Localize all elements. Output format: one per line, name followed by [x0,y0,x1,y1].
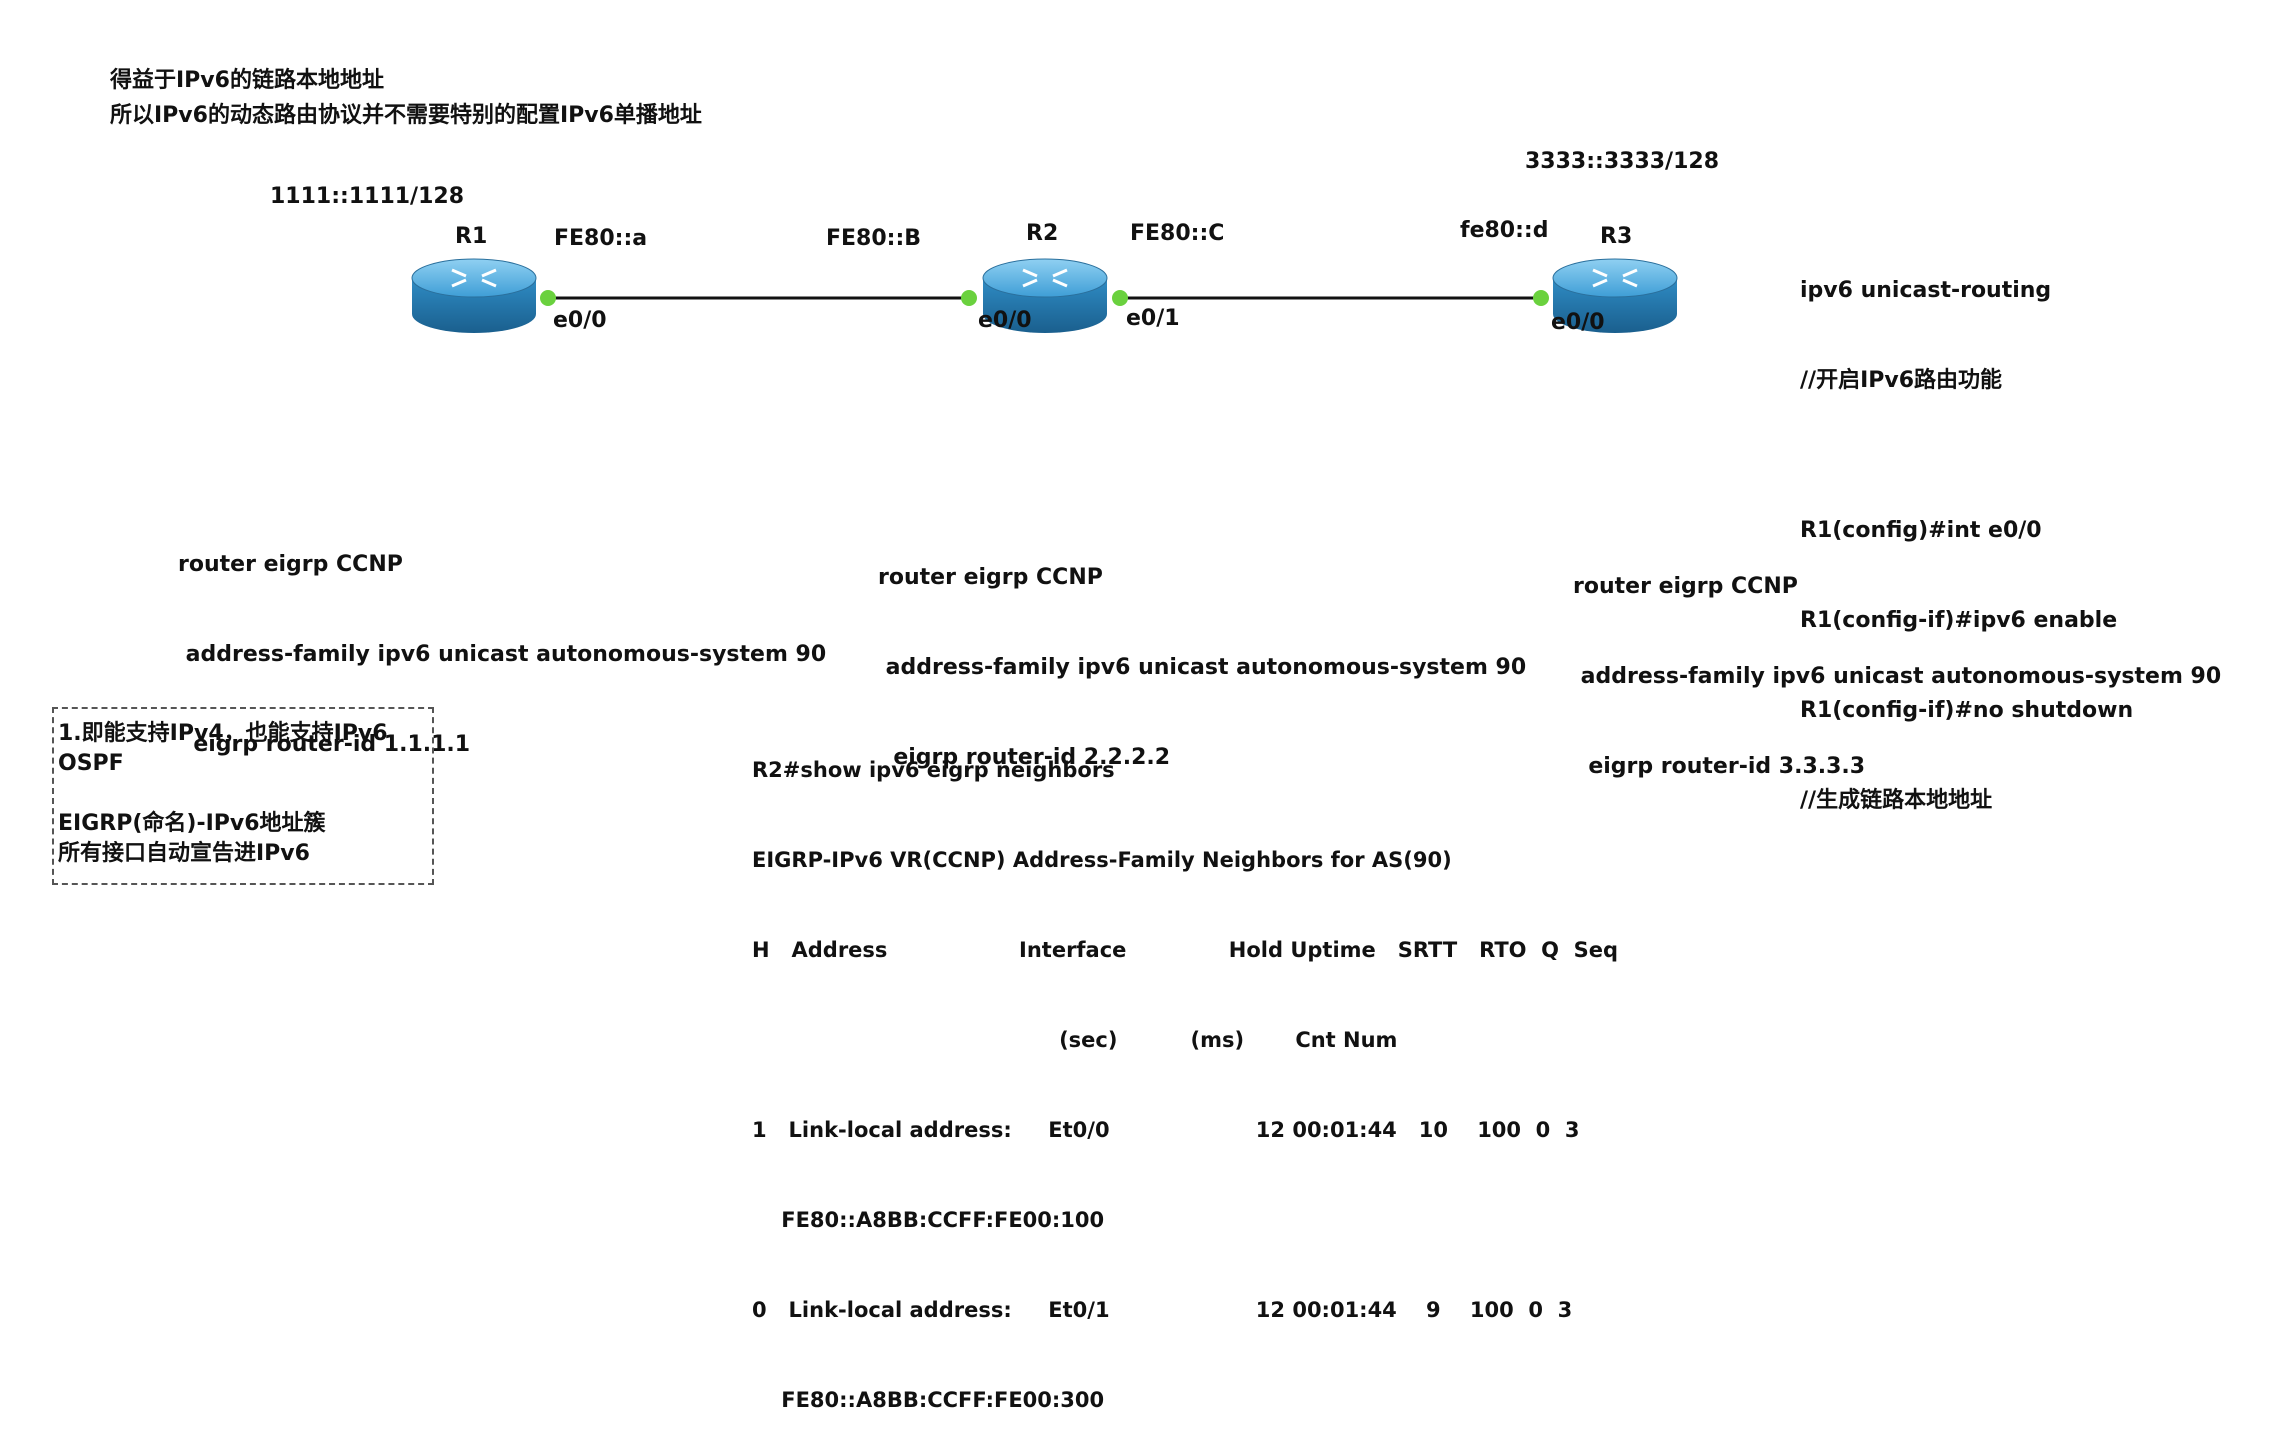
port-dot-r2-e0-0 [961,290,977,306]
router-r1-icon[interactable] [411,258,537,333]
r2-iface-right: e0/1 [1126,306,1180,331]
neighbors-header: H Address Interface Hold Uptime SRTT RTO… [752,938,1619,962]
header-line-1: 得益于IPv6的链路本地地址 [110,68,384,93]
config-line: router eigrp CCNP [878,565,1103,590]
config-note: ipv6 unicast-routing //开启IPv6路由功能 R1(con… [1800,216,2133,846]
router-r2-icon[interactable] [982,258,1108,333]
config-line: router eigrp CCNP [178,552,403,577]
config-line: //开启IPv6路由功能 [1800,368,2003,393]
r1-name: R1 [455,224,488,249]
r1-loopback: 1111::1111/128 [270,184,465,209]
r2-iface-left: e0/0 [978,308,1032,333]
header-line-2: 所以IPv6的动态路由协议并不需要特别的配置IPv6单播地址 [110,103,702,128]
config-line: R1(config-if)#no shutdown [1800,698,2134,723]
notes-line: EIGRP(命名)-IPv6地址簇 [58,811,326,836]
notes-spacer [58,779,388,809]
r3-link-local: fe80::d [1460,218,1549,243]
neighbors-output: R2#show ipv6 eigrp neighbors EIGRP-IPv6 … [752,695,1618,1445]
r2-link-local-right: FE80::C [1130,221,1225,246]
neighbors-command: R2#show ipv6 eigrp neighbors [752,758,1115,782]
eigrp-config-r3: router eigrp CCNP address-family ipv6 un… [1573,512,2221,812]
r3-loopback: 3333::3333/128 [1525,149,1720,174]
notes-line: 所有接口自动宣告进IPv6 [58,841,310,866]
config-line: address-family ipv6 unicast autonomous-s… [878,655,1527,680]
neighbors-header-units: (sec) (ms) Cnt Num [752,1028,1398,1052]
config-line: R1(config)#int e0/0 [1800,518,2042,543]
config-line: R1(config-if)#ipv6 enable [1800,608,2118,633]
port-dot-r2-e0-1 [1112,290,1128,306]
config-line: address-family ipv6 unicast autonomous-s… [178,642,827,667]
config-line: router eigrp CCNP [1573,574,1798,599]
port-dot-r1-e0-0 [540,290,556,306]
port-dot-r3-e0-0 [1533,290,1549,306]
eigrp-config-r1: router eigrp CCNP address-family ipv6 un… [178,490,826,790]
neighbor-row: 0 Link-local address: Et0/1 12 00:01:44 … [752,1298,1573,1322]
config-line: ipv6 unicast-routing [1800,278,2052,303]
config-line: //生成链路本地地址 [1800,788,1993,813]
r3-name: R3 [1600,224,1633,249]
config-line: eigrp router-id 3.3.3.3 [1573,754,1866,779]
r3-iface: e0/0 [1551,310,1605,335]
r1-iface: e0/0 [553,308,607,333]
config-line: address-family ipv6 unicast autonomous-s… [1573,664,2222,689]
neighbor-row-address: FE80::A8BB:CCFF:FE00:300 [752,1388,1105,1412]
topology-diagram [411,258,1678,333]
r1-link-local: FE80::a [554,226,648,251]
neighbor-row: 1 Link-local address: Et0/0 12 00:01:44 … [752,1118,1580,1142]
neighbors-title: EIGRP-IPv6 VR(CCNP) Address-Family Neigh… [752,848,1452,872]
notes-line: OSPF [58,751,124,776]
notes-box: 1.即能支持IPv4，也能支持IPv6 OSPF EIGRP(命名)-IPv6地… [52,707,434,885]
router-r3-icon[interactable] [1552,258,1678,333]
neighbor-row-address: FE80::A8BB:CCFF:FE00:100 [752,1208,1105,1232]
config-line: eigrp router-id 2.2.2.2 [878,745,1171,770]
config-line: eigrp router-id 1.1.1.1 [178,732,471,757]
r2-link-local-left: FE80::B [826,226,922,251]
r2-name: R2 [1026,221,1059,246]
eigrp-config-r2: router eigrp CCNP address-family ipv6 un… [878,503,1526,803]
notes-line: 1.即能支持IPv4，也能支持IPv6 [58,721,388,746]
